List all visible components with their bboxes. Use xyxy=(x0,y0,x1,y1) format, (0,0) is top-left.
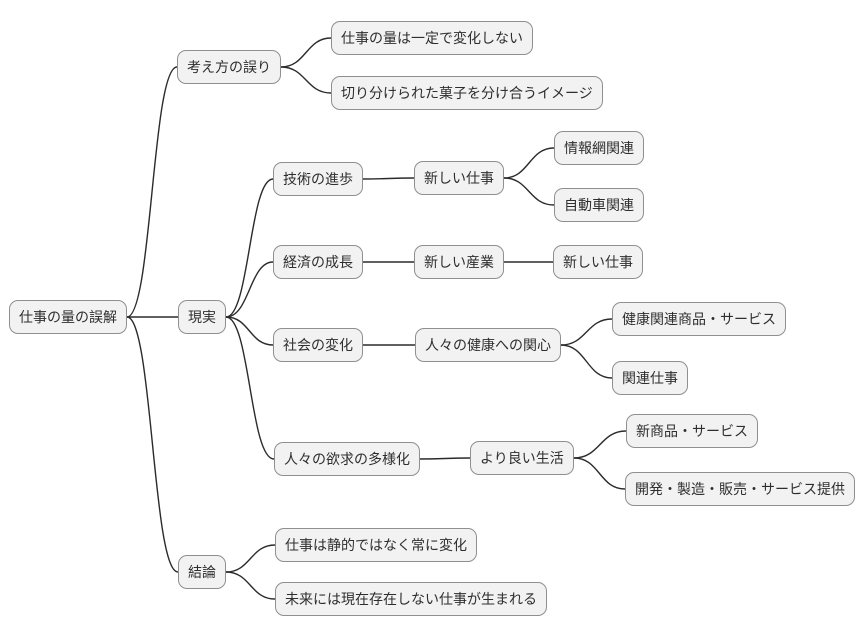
edge-connector xyxy=(362,177,415,180)
edge-connector xyxy=(573,457,626,490)
edge-connector xyxy=(503,177,555,206)
edge-connector xyxy=(503,147,555,179)
edge-connector xyxy=(126,66,178,318)
node-tech-progress: 技術の進歩 xyxy=(273,162,363,196)
edge-connector xyxy=(225,178,274,318)
node-health-products-services: 健康関連商品・サービス xyxy=(612,302,786,336)
edge-connector xyxy=(560,344,613,379)
node-thinking-error: 考え方の誤り xyxy=(177,50,281,84)
node-future-new-jobs: 未来には現在存在しない仕事が生まれる xyxy=(275,582,547,616)
node-dev-mfg-sales-service: 開発・製造・販売・サービス提供 xyxy=(625,472,855,506)
node-reality: 現実 xyxy=(178,300,226,334)
edge-connector xyxy=(225,316,275,460)
node-root-work-amount-misconception: 仕事の量の誤解 xyxy=(9,300,127,334)
node-social-change: 社会の変化 xyxy=(273,328,363,362)
edge-connector xyxy=(225,544,276,573)
node-health-interest: 人々の健康への関心 xyxy=(415,328,561,362)
node-desire-diversification: 人々の欲求の多様化 xyxy=(274,442,420,476)
node-new-products-services: 新商品・サービス xyxy=(626,414,758,448)
edge-connector xyxy=(126,316,179,573)
node-related-jobs: 関連仕事 xyxy=(612,361,688,395)
edge-connector xyxy=(280,37,332,68)
edge-connector xyxy=(225,316,274,346)
node-conclusion: 結論 xyxy=(178,555,226,589)
node-new-jobs-tech: 新しい仕事 xyxy=(414,161,504,195)
node-new-industry: 新しい産業 xyxy=(414,245,504,279)
edge-connector xyxy=(560,318,613,346)
edge-connector xyxy=(225,261,274,318)
node-cake-sharing-image: 切り分けられた菓子を分け合うイメージ xyxy=(331,76,603,110)
edge-connector xyxy=(573,430,627,459)
node-new-jobs-econ: 新しい仕事 xyxy=(553,245,643,279)
edge-connector xyxy=(225,571,276,600)
node-work-amount-fixed: 仕事の量は一定で変化しない xyxy=(331,21,533,55)
edge-connector xyxy=(419,457,471,460)
node-automobile-related: 自動車関連 xyxy=(554,188,644,222)
edge-connector xyxy=(280,66,332,94)
node-better-life: より良い生活 xyxy=(470,441,574,475)
node-info-network-related: 情報網関連 xyxy=(554,131,644,165)
node-work-always-changing: 仕事は静的ではなく常に変化 xyxy=(275,528,477,562)
node-economic-growth: 経済の成長 xyxy=(273,245,363,279)
